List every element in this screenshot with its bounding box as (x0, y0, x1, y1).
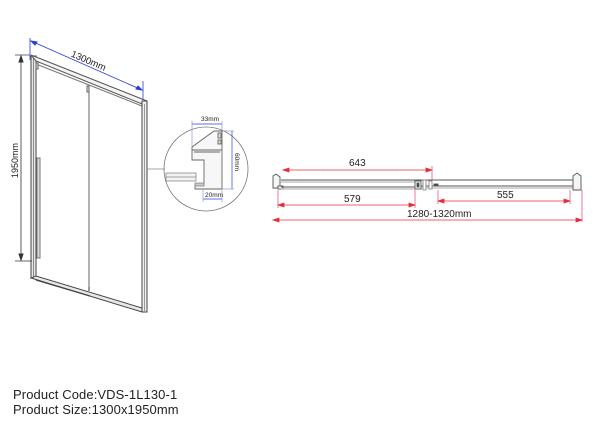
plan-view (272, 172, 582, 191)
product-size-line: Product Size:1300x1950mm (13, 402, 179, 417)
product-code-line: Product Code:VDS-1L130-1 (13, 387, 177, 402)
product-size-label: Product Size: (13, 402, 92, 417)
detail-height-label: 60mm (233, 153, 240, 171)
product-code-value: VDS-1L130-1 (97, 387, 178, 402)
plan-dim-555-label: 555 (497, 190, 514, 201)
perspective-view (29, 54, 148, 313)
detail-top-width-label: 33mm (201, 116, 219, 123)
plan-dim-total-label: 1280-1320mm (407, 209, 471, 220)
height-dimension (15, 54, 32, 262)
plan-dim-643-label: 643 (349, 158, 366, 169)
detail-bottom-width-label: 20mm (205, 192, 223, 199)
width-dimension (29, 38, 144, 100)
product-code-label: Product Code: (13, 387, 98, 402)
profile-detail-view: 33mm 60mm 20mm (163, 116, 249, 212)
height-dimension-label: 1950mm (10, 143, 20, 178)
plan-dim-579-label: 579 (344, 194, 361, 205)
product-size-value: 1300x1950mm (91, 402, 179, 417)
width-dimension-label: 1300mm (69, 49, 107, 74)
plan-dimensions (271, 166, 584, 223)
